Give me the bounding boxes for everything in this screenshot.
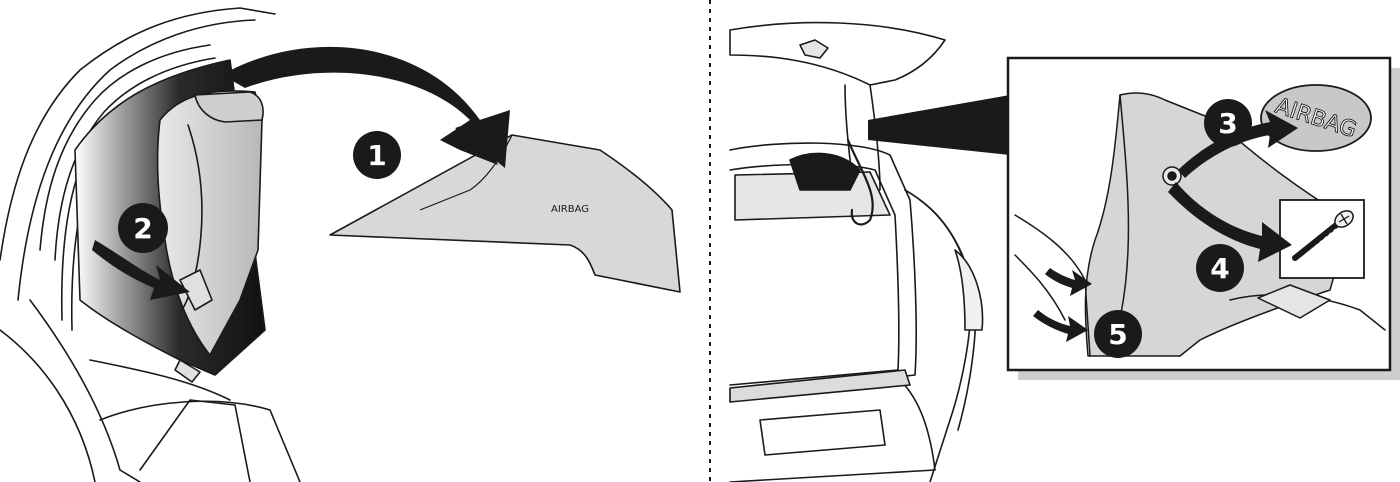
removed-panel-airbag-label: AIRBAG	[551, 204, 589, 215]
step-number-4: 4	[1210, 252, 1229, 285]
step-number-1: 1	[367, 139, 386, 172]
step-badge-3: 3	[1204, 99, 1252, 147]
step-badge-4: 4	[1196, 244, 1244, 292]
bumper-line	[0, 330, 95, 482]
trunk-lid	[730, 23, 945, 85]
license-recess	[760, 410, 885, 455]
trunk-floor-line-2	[140, 400, 250, 482]
step-badge-1: 1	[353, 131, 401, 179]
right-illustration	[730, 23, 983, 482]
trunk-floor-line	[100, 401, 300, 482]
step-badge-5: 5	[1094, 310, 1142, 358]
tail-light	[955, 250, 983, 330]
step-badge-2: 2	[118, 203, 168, 253]
rear-bumper-strip	[730, 370, 910, 402]
step-number-3: 3	[1218, 107, 1237, 140]
screw-detail	[1280, 200, 1364, 278]
step-number-5: 5	[1108, 318, 1127, 351]
inset-connector-wedge	[868, 95, 1010, 155]
step-number-2: 2	[133, 212, 152, 245]
rear-fender	[905, 190, 971, 482]
trunk-lid-latch	[800, 40, 828, 58]
